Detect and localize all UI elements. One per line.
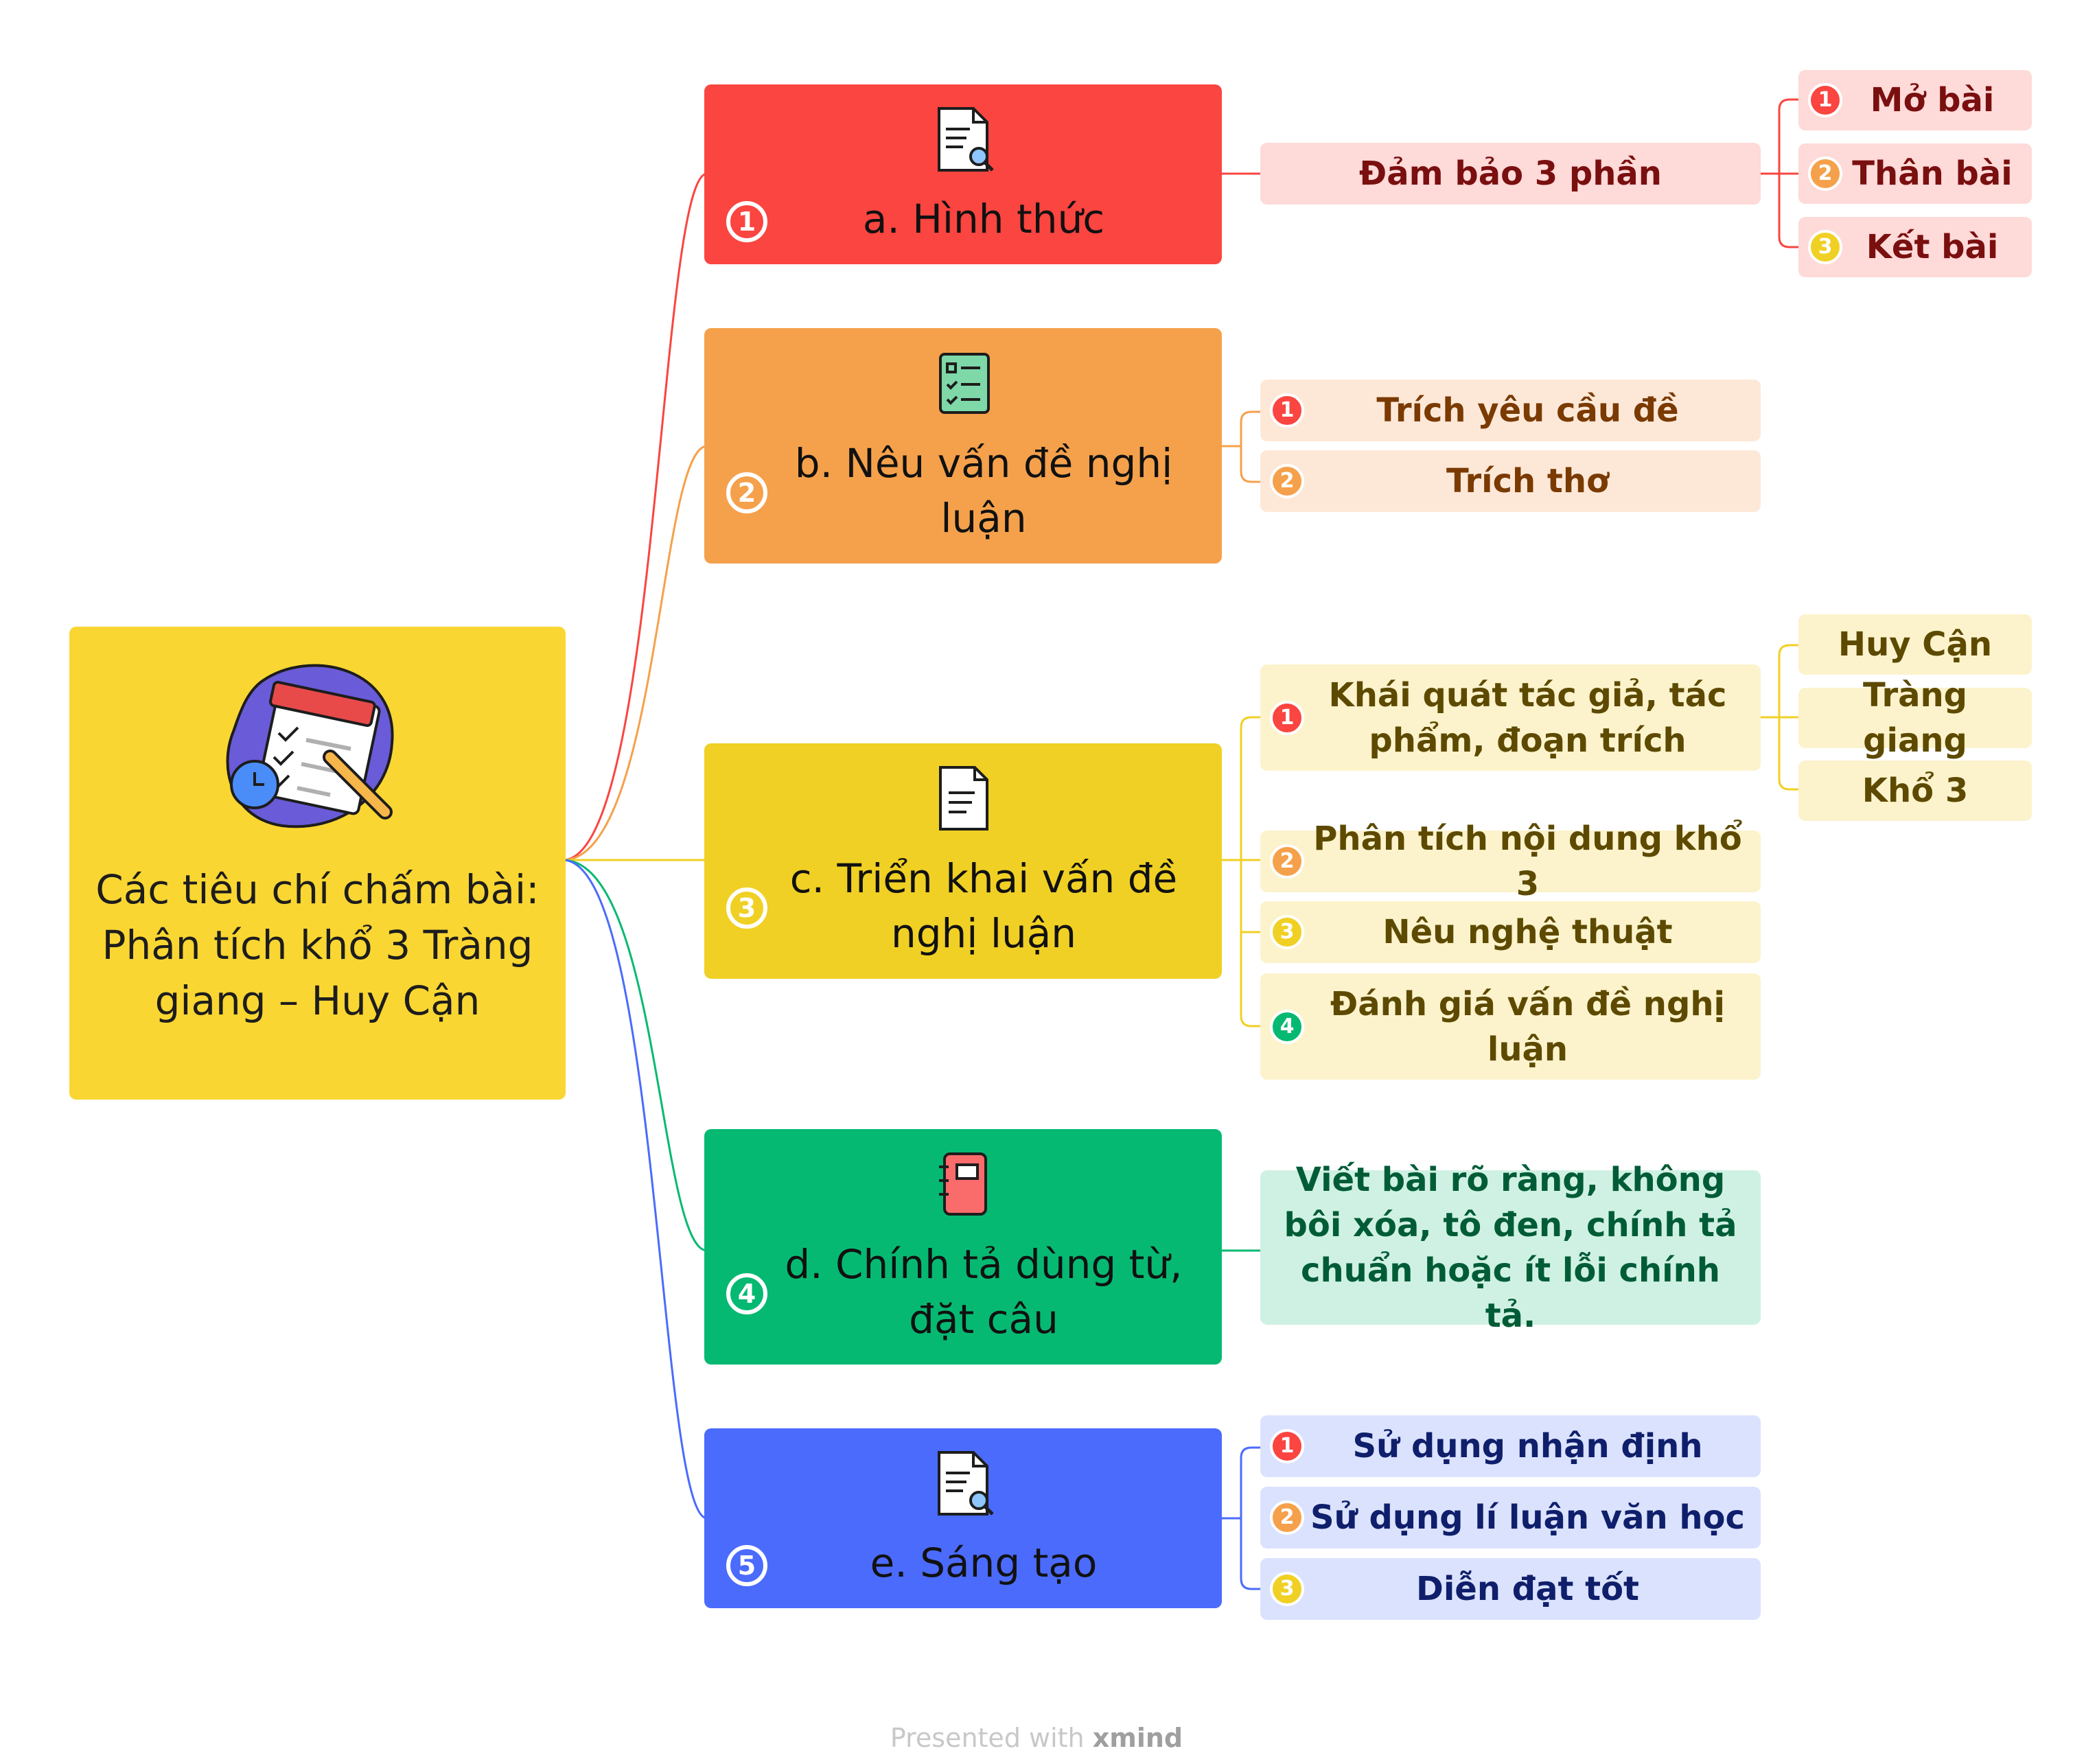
branch-number: 3	[726, 887, 767, 929]
subtopic-viet-bai-ro-rang[interactable]: Viết bài rõ ràng, không bôi xóa, tô đen,…	[1260, 1161, 1761, 1335]
branch-label: e. Sáng tạo	[870, 1540, 1098, 1586]
branch-sang-tao[interactable]: 5 e. Sáng tạo	[704, 1428, 1222, 1608]
branch-number: 5	[726, 1545, 767, 1586]
calendar-checklist-icon	[226, 664, 394, 828]
badge-1: 1	[1270, 1429, 1304, 1463]
footer-prefix: Presented with	[890, 1723, 1085, 1753]
subtopic-trang-giang[interactable]: Tràng giang	[1798, 676, 2032, 760]
subtopic-ket-bai[interactable]: 3 Kết bài	[1798, 217, 2032, 277]
subtopic-than-bai[interactable]: 2 Thân bài	[1798, 143, 2032, 204]
badge-4: 4	[1270, 1009, 1304, 1044]
checklist-icon	[939, 353, 990, 414]
branch-neu-van-de[interactable]: 2 b. Nêu vấn đề nghị luận	[704, 328, 1222, 564]
badge-1: 1	[1270, 393, 1304, 428]
badge-3: 3	[1270, 1572, 1304, 1606]
subtopic-trich-yeu-cau-de[interactable]: 1 Trích yêu cầu đề	[1260, 380, 1761, 441]
subtopic-dien-dat-tot[interactable]: 3 Diễn đạt tốt	[1260, 1558, 1761, 1620]
subtopic-phan-tich-noi-dung[interactable]: 2 Phân tích nội dung khổ 3	[1260, 820, 1761, 903]
document-search-icon	[938, 1451, 994, 1516]
document-icon	[939, 766, 988, 831]
footer-brand: xmind	[1092, 1723, 1183, 1753]
subtopic-danh-gia[interactable]: 4 Đánh giá vấn đề nghị luận	[1260, 973, 1761, 1080]
subtopic-huy-can[interactable]: Huy Cận	[1798, 614, 2032, 675]
badge-2: 2	[1270, 1500, 1304, 1535]
branch-number: 2	[726, 472, 767, 513]
branch-label: c. Triển khai vấn đề nghị luận	[789, 855, 1178, 957]
branch-trien-khai[interactable]: 3 c. Triển khai vấn đề nghị luận	[704, 743, 1222, 979]
branch-number: 4	[726, 1273, 767, 1314]
subtopic-khai-quat[interactable]: 1 Khái quát tác giả, tác phẩm, đoạn tríc…	[1260, 664, 1761, 771]
branch-label: d. Chính tả dùng từ, đặt câu	[785, 1240, 1183, 1343]
document-search-icon	[938, 107, 994, 172]
subtopic-su-dung-nhan-dinh[interactable]: 1 Sử dụng nhận định	[1260, 1415, 1761, 1477]
subtopic-mo-bai[interactable]: 1 Mở bài	[1798, 70, 2032, 130]
badge-2: 2	[1270, 464, 1304, 498]
root-title: Các tiêu chí chấm bài: Phân tích khổ 3 T…	[95, 866, 540, 1024]
branch-hinh-thuc[interactable]: 1 a. Hình thức	[704, 84, 1222, 264]
badge-3: 3	[1270, 915, 1304, 949]
subtopic-kho-3[interactable]: Khổ 3	[1798, 761, 2032, 821]
subtopic-nghe-thuat[interactable]: 3 Nêu nghệ thuật	[1260, 901, 1761, 963]
badge-1: 1	[1270, 700, 1304, 735]
badge-2: 2	[1808, 156, 1842, 191]
badge-3: 3	[1808, 230, 1842, 264]
branch-number: 1	[726, 201, 767, 242]
branch-chinh-ta[interactable]: 4 d. Chính tả dùng từ, đặt câu	[704, 1129, 1222, 1365]
badge-2: 2	[1270, 844, 1304, 879]
subtopic-trich-tho[interactable]: 2 Trích thơ	[1260, 450, 1761, 512]
subtopic-li-luan-van-hoc[interactable]: 2 Sử dụng lí luận văn học	[1260, 1487, 1761, 1548]
subtopic-dam-bao-3-phan[interactable]: Đảm bảo 3 phần	[1260, 143, 1761, 205]
branch-label: a. Hình thức	[862, 196, 1105, 242]
notebook-icon	[939, 1152, 987, 1216]
root-topic[interactable]: Các tiêu chí chấm bài: Phân tích khổ 3 T…	[69, 627, 566, 1100]
footer-credit: Presented with xmind	[0, 1723, 2073, 1753]
branch-label: b. Nêu vấn đề nghị luận	[794, 439, 1173, 542]
badge-1: 1	[1808, 83, 1842, 117]
